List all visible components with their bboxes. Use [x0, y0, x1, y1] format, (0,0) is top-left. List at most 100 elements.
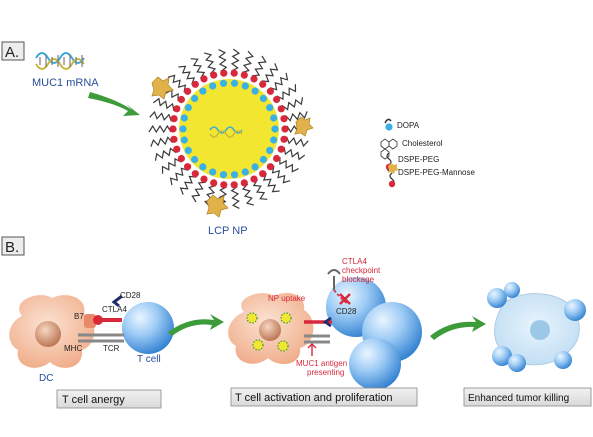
lipid-head — [177, 95, 185, 104]
dopa-head — [241, 168, 249, 176]
section-activation: NP uptake CD28 CTLA4 checkpoint blockage… — [228, 257, 422, 390]
dopa-head — [271, 125, 279, 133]
ctla4-block-line3: blockage — [342, 275, 375, 284]
lipid-tail — [262, 173, 280, 193]
lipid-tail — [269, 72, 289, 91]
dopa-head — [241, 82, 249, 90]
lipid-tail — [281, 97, 304, 111]
lipid-tail — [241, 183, 254, 206]
tcell-label: T cell — [137, 354, 161, 365]
panel-a-letter: A. — [5, 44, 19, 61]
dopa-head — [209, 168, 217, 176]
dopa-head — [180, 114, 188, 122]
lipid-head — [173, 105, 181, 113]
panel-b: B. DC T cell B7 CTLA4 CD28 MHC TCR — [1, 236, 592, 409]
block-cross-icon — [339, 293, 351, 305]
caption-2: T cell activation and proliferation — [235, 392, 393, 404]
caption-box-3 — [463, 387, 592, 407]
dopa-head — [219, 171, 228, 179]
lipid-tail — [150, 136, 173, 147]
dopa-head — [184, 146, 192, 154]
lipid-tail — [154, 147, 177, 161]
antibody-icon — [327, 269, 341, 290]
lipid-tail — [252, 179, 268, 200]
lipid-tail — [230, 186, 240, 209]
lipid-head — [280, 135, 288, 143]
mrna-strand-icon — [35, 52, 85, 70]
lipid-tail — [230, 48, 241, 72]
muc1-line1: MUC1 antigen — [296, 359, 347, 368]
dopa-head — [184, 104, 192, 112]
lipid-tail — [204, 52, 217, 75]
caption-box-2 — [230, 387, 418, 407]
dopa-head — [270, 114, 278, 122]
lipid-tail — [286, 136, 309, 148]
dspe-peg-mannose-icon — [388, 163, 399, 188]
b7-receptor — [84, 314, 96, 328]
attacking-t-cells — [487, 282, 586, 372]
lipid-head — [169, 125, 177, 133]
lipid-head — [240, 179, 248, 187]
lipid-head — [259, 170, 267, 178]
panel-b-letter: B. — [5, 239, 19, 256]
mhc-label: MHC — [64, 344, 82, 353]
panel-a: A. MUC1 mRNA — [1, 41, 475, 237]
lipid-head — [191, 170, 199, 178]
lipid-head — [250, 75, 258, 83]
arrow-icon — [168, 314, 224, 336]
lipid-head — [266, 87, 274, 95]
dopa-head — [266, 104, 274, 112]
lipid-tail — [169, 167, 189, 186]
dopa-head — [266, 146, 274, 154]
lipid-tail — [279, 157, 299, 173]
lipid-head — [240, 71, 248, 79]
lipid-head — [230, 69, 238, 77]
t-cell — [122, 302, 174, 354]
lipid-tail — [179, 175, 197, 195]
lipid-head — [210, 179, 218, 187]
lipid-head — [277, 105, 285, 113]
b7-label: B7 — [74, 312, 84, 321]
section-tumor-killing — [487, 282, 586, 372]
lipid-tail — [152, 97, 175, 111]
dopa-head — [191, 155, 199, 164]
ctla4-label: CTLA4 — [102, 305, 127, 314]
lipid-tail — [149, 110, 172, 122]
np-mrna-icon — [209, 126, 243, 134]
dopa-head — [230, 171, 239, 179]
tumor-nucleus — [530, 320, 550, 340]
lipid-tail — [276, 84, 297, 101]
lipid-head — [200, 175, 208, 183]
lipid-head — [170, 135, 178, 143]
lipid-tail — [285, 111, 308, 122]
dopa-head — [259, 155, 267, 164]
np-inner-dopa — [179, 79, 279, 179]
dc-nucleus-activated — [259, 319, 281, 341]
legend-dspe-peg-mannose-label: DSPE-PEG-Mannose — [398, 168, 475, 177]
lipid-head — [210, 71, 218, 79]
tcr-label: TCR — [103, 344, 120, 353]
lipid-head — [277, 145, 285, 153]
lipid-tail — [178, 65, 196, 85]
np-label: LCP NP — [208, 225, 248, 237]
panel-b-letter-box — [1, 236, 25, 256]
lipid-head — [184, 87, 192, 95]
lipid-head — [259, 80, 267, 88]
ctla4-block-line2: checkpoint — [342, 266, 381, 275]
dopa-head — [251, 163, 259, 171]
dopa-head — [179, 125, 187, 133]
lipid-tail — [190, 58, 206, 79]
legend-dspe-peg-label: DSPE-PEG — [398, 155, 439, 164]
mannose-icon — [294, 116, 314, 137]
lipid-tail — [241, 50, 254, 73]
np-legend: DOPA Cholesterol DSPE-PEG DSPE-PEG-Manno… — [380, 118, 475, 188]
mrna-label: MUC1 mRNA — [32, 77, 99, 89]
lipid-tail — [161, 157, 182, 174]
lipid-head — [191, 80, 199, 88]
lipid-tail — [167, 74, 187, 93]
lipid-tail — [191, 181, 206, 203]
lipid-head — [220, 181, 228, 189]
np-lipid-heads — [169, 69, 289, 189]
lipid-head — [170, 115, 178, 123]
